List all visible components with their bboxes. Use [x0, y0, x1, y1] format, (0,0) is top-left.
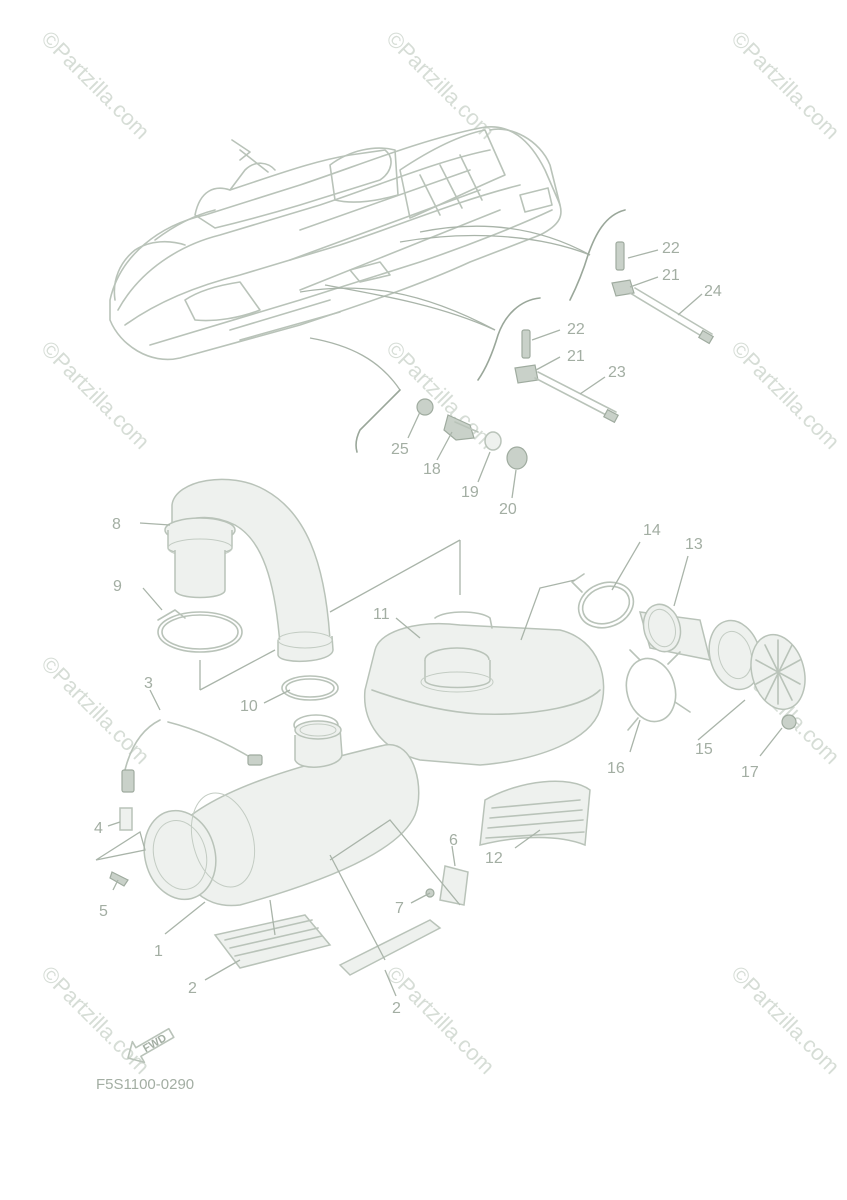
- callout-19: 19: [461, 484, 479, 501]
- callout-16: 16: [607, 760, 625, 777]
- callout-2: 2: [392, 1000, 401, 1017]
- callout-22: 22: [662, 240, 680, 257]
- callout-11: 11: [373, 606, 390, 623]
- callout-9: 9: [113, 578, 122, 595]
- callout-12: 12: [485, 850, 503, 867]
- watercraft-hull-drawing: [109, 126, 562, 361]
- callout-22: 22: [567, 321, 585, 338]
- callout-18: 18: [423, 461, 441, 478]
- watermark: ©Partzilla.com: [381, 336, 499, 454]
- silencer-body: [143, 720, 420, 907]
- callout-10: 10: [240, 698, 258, 715]
- callout-labels: 1 2 2 3 4 5 6 7 8 9 10 11 12 13 14 15 16…: [94, 240, 759, 1017]
- resonator-box: [363, 611, 605, 766]
- hull-pointer-arrows: [299, 209, 626, 453]
- callout-7: 7: [395, 900, 404, 917]
- callout-20: 20: [499, 501, 517, 518]
- callout-2: 2: [188, 980, 197, 997]
- callout-1: 1: [154, 943, 163, 960]
- callout-24: 24: [704, 283, 722, 300]
- callout-3: 3: [144, 675, 153, 692]
- callout-21: 21: [662, 267, 680, 284]
- callout-leaders-lower: [95, 522, 783, 997]
- callout-8: 8: [112, 516, 121, 533]
- intake-duct: [164, 478, 334, 663]
- watermarks: ©Partzilla.com ©Partzilla.com ©Partzilla…: [36, 26, 844, 1079]
- watermark: ©Partzilla.com: [726, 26, 844, 144]
- strap: [121, 719, 263, 793]
- watermark: ©Partzilla.com: [36, 336, 154, 454]
- watermark: ©Partzilla.com: [381, 26, 499, 144]
- watermark: ©Partzilla.com: [726, 961, 844, 1079]
- intake-pads: [213, 780, 591, 976]
- callout-leaders-upper: [407, 249, 703, 499]
- watermark: ©Partzilla.com: [381, 961, 499, 1079]
- brackets: [109, 807, 469, 906]
- drawing-code: F5S1100-0290: [96, 1076, 194, 1093]
- watermark: ©Partzilla.com: [726, 336, 844, 454]
- duct-assembly: [571, 573, 806, 731]
- callout-14: 14: [643, 522, 661, 539]
- callout-15: 15: [695, 741, 713, 758]
- watermark: ©Partzilla.com: [36, 961, 154, 1079]
- callout-5: 5: [99, 903, 108, 920]
- callout-6: 6: [449, 832, 458, 849]
- callout-25: 25: [391, 441, 409, 458]
- watermark: ©Partzilla.com: [36, 651, 154, 769]
- forward-label: FWD: [141, 1032, 169, 1055]
- callout-21: 21: [567, 348, 585, 365]
- callout-13: 13: [685, 536, 703, 553]
- callout-4: 4: [94, 820, 103, 837]
- callout-17: 17: [741, 764, 759, 781]
- watermark: ©Partzilla.com: [36, 26, 154, 144]
- callout-23: 23: [608, 364, 626, 381]
